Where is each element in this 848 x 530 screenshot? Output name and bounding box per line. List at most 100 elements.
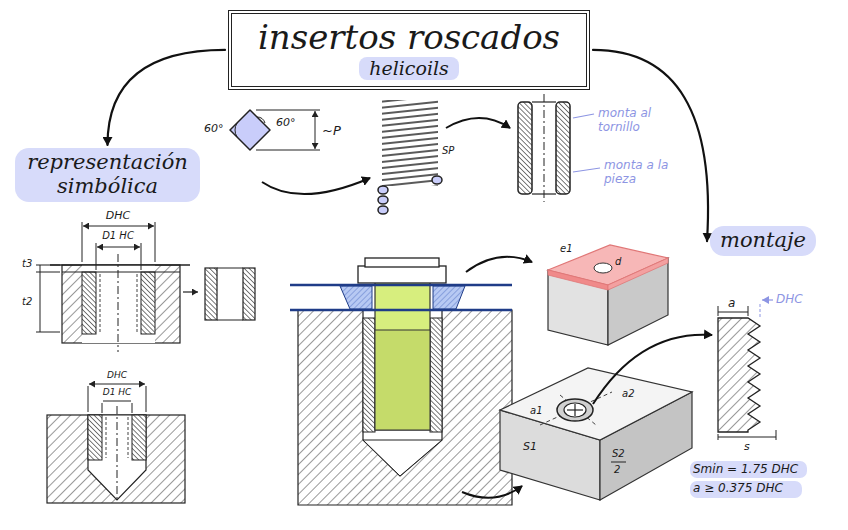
symbolic-through-hole-part xyxy=(137,274,138,332)
dimension-label: a1 xyxy=(530,405,543,417)
wire-section-part xyxy=(262,178,370,194)
label-holder: S2 xyxy=(612,448,625,460)
thread-detail xyxy=(690,300,807,498)
workpiece-block-part xyxy=(574,404,575,416)
thread-detail-part xyxy=(718,312,748,313)
assembly-section-part xyxy=(375,330,430,430)
assembly-section xyxy=(290,257,532,505)
symbolic-through-hole xyxy=(36,222,255,352)
label-holder: 60° xyxy=(276,116,296,129)
title-box: insertos roscadoshelicoils xyxy=(228,10,590,90)
formula-text: Smin = 1.75 DHC xyxy=(693,462,798,476)
workpiece-block-part xyxy=(593,335,712,404)
symbolic-blind-hole-part xyxy=(103,401,131,402)
label-holder: SP xyxy=(442,145,454,157)
assembly-section-part xyxy=(375,280,430,430)
dimension-label: t2 xyxy=(22,296,32,308)
plate-block-part xyxy=(594,263,612,273)
thread-detail-part xyxy=(760,304,761,318)
wire-section-part xyxy=(256,110,320,111)
workpiece-block xyxy=(500,335,712,500)
subtitle-text: helicoils xyxy=(359,57,459,80)
symbolic-blind-hole-part xyxy=(106,417,107,458)
wire-section-part xyxy=(235,123,237,137)
assembly-section-part xyxy=(365,258,439,267)
label-holder: monta al tornillo xyxy=(598,106,678,135)
dimension-label: S2 xyxy=(612,448,625,460)
label-holder: D1 HC xyxy=(102,230,134,242)
label-holder: a1 xyxy=(530,405,543,417)
coil-part xyxy=(378,186,388,194)
wire-section-part xyxy=(230,110,270,150)
thread-detail-part xyxy=(718,437,776,438)
symbolic-through-hole-part xyxy=(217,268,243,269)
label-holder: a xyxy=(728,296,735,310)
note-text: monta a la pieza xyxy=(604,158,680,187)
coil-part xyxy=(446,118,510,128)
symbolic-through-hole-part xyxy=(36,332,60,333)
symbolic-through-hole-part xyxy=(141,272,155,334)
dimension-label: a xyxy=(728,296,735,310)
symbolic-blind-hole-part xyxy=(88,415,102,460)
symbolic-through-hole-part xyxy=(62,265,180,343)
plate-block xyxy=(548,245,668,345)
thread-detail-part xyxy=(718,318,760,432)
symbolic-through-hole-part xyxy=(141,243,142,270)
label-holder: e1 xyxy=(560,243,573,255)
section-heading: montaje xyxy=(720,228,806,252)
wire-section-part xyxy=(257,117,265,123)
workpiece-block-part xyxy=(564,403,586,417)
symbolic-through-hole-part xyxy=(82,222,83,262)
pitch-label: SP xyxy=(442,145,454,157)
dimension-label: d xyxy=(615,256,621,268)
assembly-section-part xyxy=(340,286,372,309)
symbolic-through-hole-part xyxy=(205,268,217,320)
label-holder: DHC xyxy=(106,209,130,222)
curved-arrow xyxy=(108,50,226,145)
workpiece-block-part xyxy=(500,368,692,440)
symbolic-blind-hole-part xyxy=(117,406,118,500)
symbolic-through-hole-part xyxy=(50,264,190,266)
coil-part xyxy=(378,206,388,214)
workpiece-block-part xyxy=(540,392,612,425)
insert-section-part xyxy=(518,102,532,194)
symbolic-blind-hole xyxy=(47,384,185,503)
pitch-dimension: ~P xyxy=(322,123,341,139)
dimension-label: D1 HC xyxy=(102,230,134,242)
label-holder: DHC xyxy=(107,370,127,381)
assembly-section-part xyxy=(363,318,375,432)
label-holder: ~P xyxy=(322,123,341,139)
dimension-label: e1 xyxy=(560,243,573,255)
coil-part xyxy=(382,100,438,186)
dimension-label: D1 HC xyxy=(103,387,132,398)
dimension-label: DHC xyxy=(106,209,130,222)
assembly-section-part xyxy=(433,286,465,309)
assembly-section-part xyxy=(363,440,442,476)
symbolic-blind-hole-part xyxy=(132,415,146,460)
symbolic-blind-hole-part xyxy=(146,386,147,412)
dimension-label: 2 xyxy=(614,464,620,476)
symbolic-through-hole-part xyxy=(118,254,119,352)
note-text: monta al tornillo xyxy=(598,106,678,135)
symbolic-through-hole-part xyxy=(40,265,41,332)
thread-detail-part xyxy=(690,461,807,478)
thread-detail-part xyxy=(748,306,749,316)
assembly-section-part xyxy=(290,284,512,287)
dimension-label: S1 xyxy=(523,440,537,453)
assembly-section-part xyxy=(298,310,512,505)
label-holder: 60° xyxy=(204,122,224,135)
label-holder: d xyxy=(615,256,621,268)
symbolic-through-hole-part xyxy=(100,274,101,332)
label-holder: D1 HC xyxy=(103,387,132,398)
symbolic-through-hole-part xyxy=(83,226,154,227)
thread-detail-part xyxy=(762,299,773,300)
section-highlight: montaje xyxy=(710,226,816,256)
dimension-label: a2 xyxy=(622,388,635,400)
symbolic-through-hole-part xyxy=(36,265,60,266)
coil xyxy=(378,100,510,214)
insert-section-part xyxy=(573,168,600,172)
coil-part xyxy=(432,176,442,184)
label-holder: Smin = 1.75 DHC xyxy=(693,462,798,476)
section-highlight: representación simbólica xyxy=(15,148,200,202)
symbolic-through-hole-part xyxy=(97,247,140,248)
